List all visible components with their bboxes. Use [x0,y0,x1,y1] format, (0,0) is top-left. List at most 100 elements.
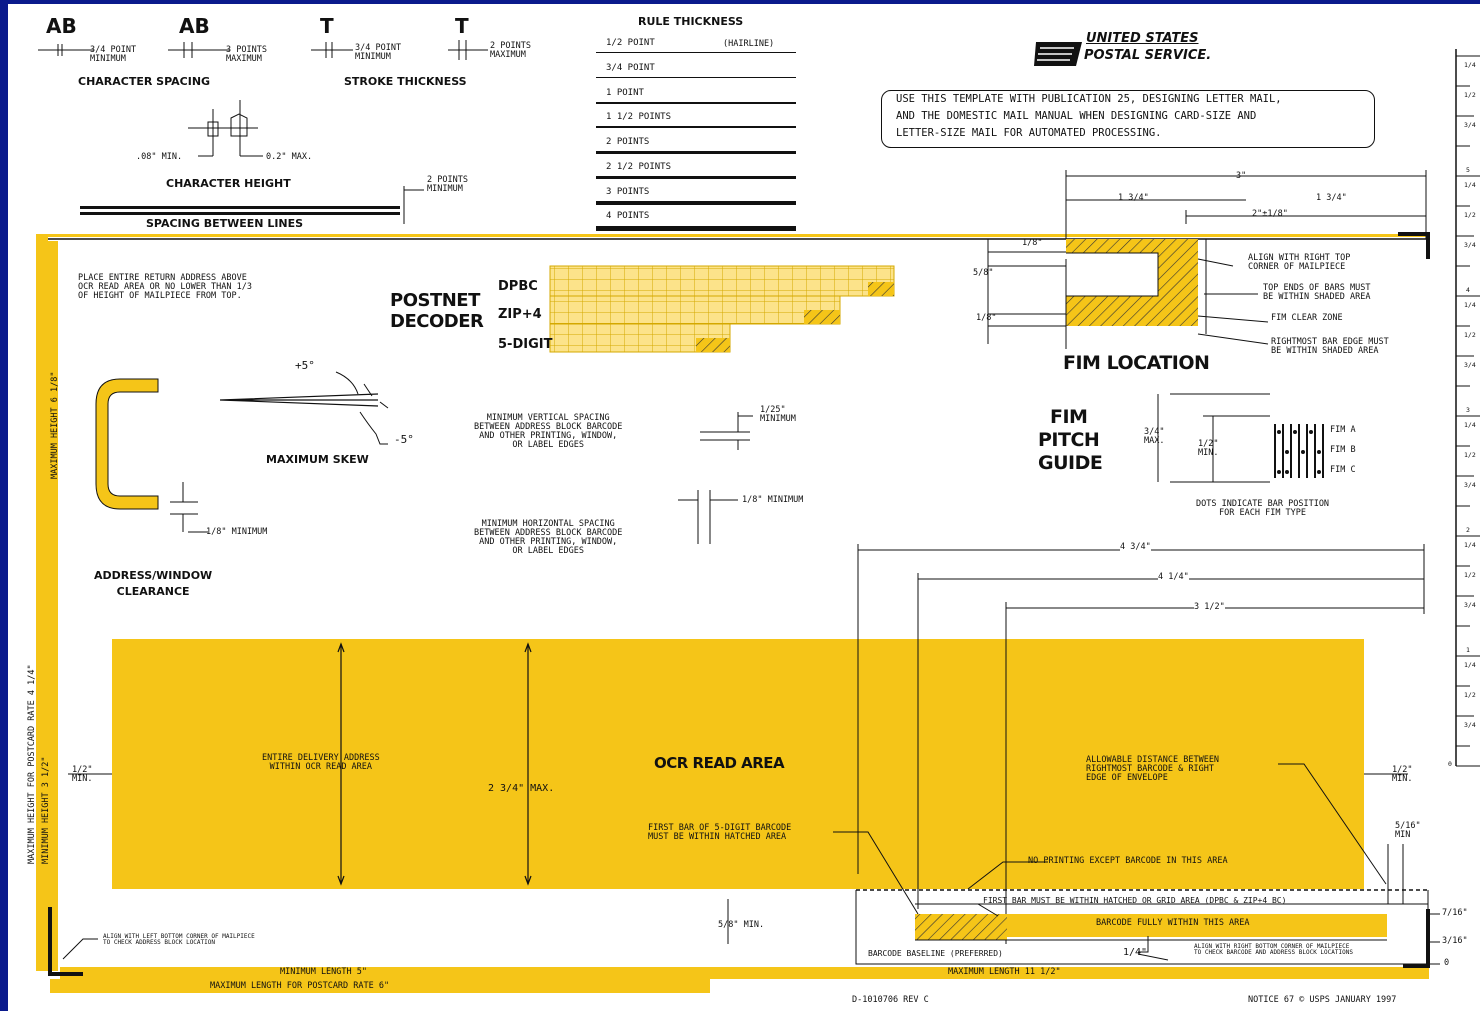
height-bar-inner [48,241,58,971]
usps-line2: POSTAL SERVICE. [1084,48,1212,63]
ruler-label: 1/2 [1464,331,1476,339]
ocr-read-area [112,639,1364,889]
return-address-note: PLACE ENTIRE RETURN ADDRESS ABOVE OCR RE… [78,273,252,301]
clearance-min: 1/8" MINIMUM [206,527,268,537]
fim-dim-134-right: 1 3/4" [1316,193,1347,203]
ruler-label: 3/4 [1464,601,1476,609]
char-spacing-min-note: 3/4 POINT MINIMUM [90,45,137,64]
rule-6 [596,201,796,205]
rule-label-6: 3 POINTS [606,187,650,197]
stroke-t-max: T [455,14,469,38]
char-spacing-max-note: 3 POINTS MAXIMUM [226,45,267,64]
ruler-label: 3/4 [1464,121,1476,129]
barcode-area [915,914,1387,937]
char-height-max: 0.2" MAX. [266,152,313,162]
rule-7 [596,226,796,231]
rule-label-1: 3/4 POINT [606,63,655,73]
pitch-dots-note: DOTS INDICATE BAR POSITION FOR EACH FIM … [1196,499,1330,518]
char-height-label: CHARACTER HEIGHT [166,177,291,190]
rule-label-5: 2 1/2 POINTS [606,162,672,172]
clearance-label: ADDRESS/WINDOW CLEARANCE [94,569,213,598]
skew-label: MAXIMUM SKEW [266,453,369,466]
fim-dim-58: 5/8" [973,268,994,278]
vert-spacing-text: MINIMUM VERTICAL SPACING BETWEEN ADDRESS… [474,413,623,450]
rule-4 [596,151,796,154]
ruler-label: 3 [1466,406,1470,414]
pitch-fim-b: FIM B [1330,445,1356,455]
ruler-label: 1/4 [1464,421,1476,429]
dim-312: 3 1/2" [1194,602,1225,612]
notice-footer: NOTICE 67 © USPS JANUARY 1997 [1248,995,1397,1005]
bottom-max-length: MAXIMUM LENGTH 11 1/2" [948,967,1061,977]
ruler-716: 7/16" [1442,908,1468,918]
postnet-5digit: 5-DIGIT [498,337,553,352]
ruler-label: 1/2 [1464,211,1476,219]
ocr-no-print: NO PRINTING EXCEPT BARCODE IN THIS AREA [1028,856,1228,866]
pitch-title-2: PITCH [1038,429,1100,451]
usps-line1: UNITED STATES [1086,31,1199,46]
ruler-label: 3/4 [1464,361,1476,369]
barcode-baseline: BARCODE BASELINE (PREFERRED) [868,949,1003,958]
rule-3 [596,126,796,128]
vert-spacing-note: 1/25" MINIMUM [760,405,796,424]
ruler-label: 1/2 [1464,571,1476,579]
ocr-half-right: 1/2" MIN. [1392,765,1413,784]
rule-2 [596,102,796,104]
barcode-first-bar: FIRST BAR MUST BE WITHIN HATCHED OR GRID… [983,896,1287,905]
fim-dim-2-18: 2"±1/8" [1252,209,1288,219]
notice-box [881,90,1375,148]
ruler-label: 1/4 [1464,61,1476,69]
ocr-five16: 5/16" MIN [1395,821,1421,840]
rule-label-4: 2 POINTS [606,137,650,147]
length-bar-max [657,967,1429,979]
ruler-label: 3/4 [1464,241,1476,249]
rule-1 [596,77,796,78]
ocr-title: OCR READ AREA [654,754,785,772]
notice-line1: USE THIS TEMPLATE WITH PUBLICATION 25, D… [896,93,1282,105]
postnet-title-2: DECODER [390,311,484,332]
fim-location-title: FIM LOCATION [1063,352,1210,374]
ruler-label: 1/4 [1464,661,1476,669]
rule-5 [596,176,796,179]
rule-0 [596,52,796,53]
barcode-fully: BARCODE FULLY WITHIN THIS AREA [1096,918,1250,928]
ruler-label: 1/2 [1464,451,1476,459]
height-bar-outer [36,236,48,971]
skew-minus: -5° [394,433,414,446]
pitch-fim-a: FIM A [1330,425,1356,435]
pitch-min: 1/2" MIN. [1198,439,1219,458]
fim-note-clear: FIM CLEAR ZONE [1271,313,1343,323]
stroke-max-note: 2 POINTS MAXIMUM [490,41,531,60]
barcode-align-left: ALIGN WITH LEFT BOTTOM CORNER OF MAILPIE… [103,933,255,947]
ruler-label: 1/4 [1464,301,1476,309]
char-spacing-ab-min: AB [46,14,77,38]
stroke-t-min: T [320,14,334,38]
ruler-label: 4 [1466,286,1470,294]
line-spacing-note: 2 POINTS MINIMUM [427,175,468,194]
ocr-entire-note: ENTIRE DELIVERY ADDRESS WITHIN OCR READ … [262,753,380,772]
bottom-postcard-length: MAXIMUM LENGTH FOR POSTCARD RATE 6" [210,981,390,991]
doc-number: D-1010706 REV C [852,995,929,1005]
rule-hairline-note: (HAIRLINE) [723,39,775,49]
ruler-0: 0 [1444,958,1450,968]
pitch-fim-c: FIM C [1330,465,1356,475]
ruler-label: 0 [1448,760,1452,768]
barcode-quarter: 1/4" [1123,947,1148,958]
pitch-title-1: FIM [1050,406,1088,428]
dim-434: 4 3/4" [1120,542,1151,552]
postnet-dpbc: DPBC [498,279,538,294]
notice-line3: LETTER-SIZE MAIL FOR AUTOMATED PROCESSIN… [896,127,1162,139]
barcode-58min: 5/8" MIN. [718,920,765,930]
ruler-label: 3/4 [1464,721,1476,729]
rule-label-2: 1 POINT [606,88,644,98]
stroke-label: STROKE THICKNESS [344,75,467,88]
horiz-spacing-text: MINIMUM HORIZONTAL SPACING BETWEEN ADDRE… [474,519,623,556]
ocr-max: 2 3/4" MAX. [488,783,555,794]
top-edge-bar [36,234,1428,237]
fim-dim-18-bot: 1/8" [976,313,997,323]
ruler-316: 3/16" [1442,936,1468,946]
fim-dim-18-top: 1/8" [1022,238,1043,248]
rule-thickness-title: RULE THICKNESS [638,15,744,28]
ruler-label: 3/4 [1464,481,1476,489]
char-height-min: .08" MIN. [136,152,183,162]
